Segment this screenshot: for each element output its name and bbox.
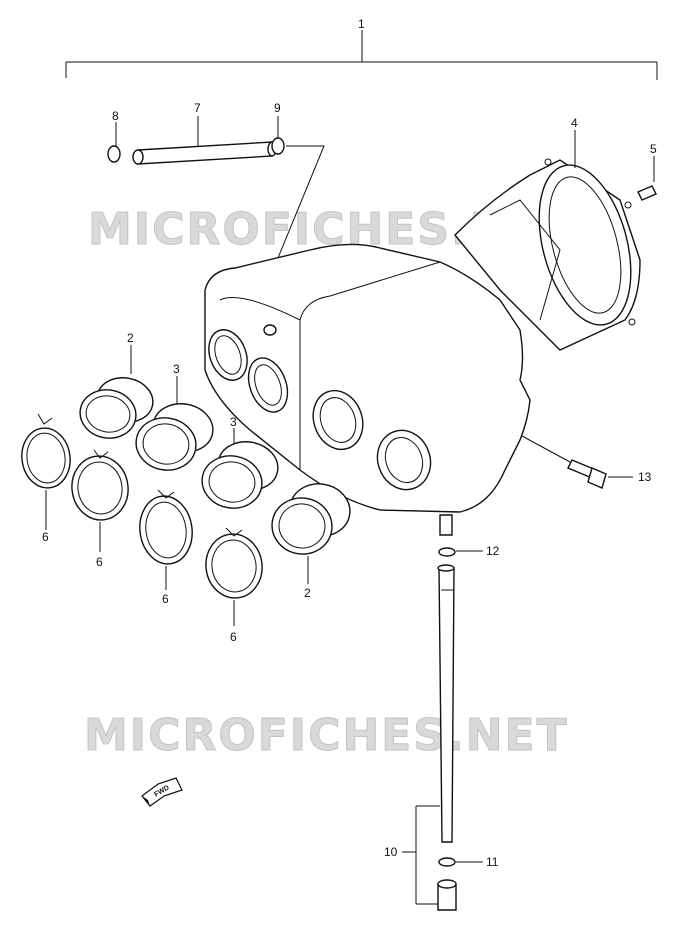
intake-pipe-part-3-right xyxy=(201,428,279,509)
intake-pipe-part-3-left xyxy=(135,376,214,471)
clamp-part-6-d xyxy=(205,527,263,626)
air-cleaner-case xyxy=(204,243,531,536)
clamp-part-6-c xyxy=(139,489,193,590)
label-part-12: 12 xyxy=(486,544,500,558)
drain-clip-part-12 xyxy=(438,547,483,557)
label-part-11: 11 xyxy=(486,855,499,869)
label-part-2-top: 2 xyxy=(127,331,134,345)
bolt-part-13 xyxy=(521,435,633,489)
intake-pipe-part-2-left xyxy=(79,345,154,439)
drain-plug xyxy=(437,879,457,911)
clip-part-8 xyxy=(107,122,121,163)
filter-element-part-4 xyxy=(454,130,641,351)
label-part-7: 7 xyxy=(194,101,201,115)
label-part-2-bottom: 2 xyxy=(304,586,311,600)
intake-pipe-part-2-right xyxy=(271,483,351,584)
clamp-part-6-a xyxy=(21,413,71,530)
label-part-1: 1 xyxy=(358,17,365,31)
label-part-6-b: 6 xyxy=(96,555,103,569)
label-part-6-a: 6 xyxy=(42,530,49,544)
label-part-3-mid: 3 xyxy=(230,415,237,429)
watermark-bottom: MICROFICHES.NET xyxy=(84,710,569,761)
label-part-6-d: 6 xyxy=(230,630,237,644)
label-part-10: 10 xyxy=(384,845,398,859)
label-part-13: 13 xyxy=(638,470,652,484)
label-part-9: 9 xyxy=(274,101,281,115)
screw-part-5 xyxy=(637,156,657,201)
drain-clip-part-11 xyxy=(438,857,483,867)
assembly-bracket xyxy=(65,30,658,80)
hose-part-7 xyxy=(132,116,277,165)
forward-direction-arrow: FWD xyxy=(141,777,183,807)
drain-tube-part-10 xyxy=(402,564,455,905)
label-part-4: 4 xyxy=(571,116,578,130)
label-part-5: 5 xyxy=(650,142,657,156)
clamp-part-6-b xyxy=(71,449,129,552)
label-part-3-top: 3 xyxy=(173,362,180,376)
label-part-6-c: 6 xyxy=(162,592,169,606)
label-part-8: 8 xyxy=(112,109,119,123)
